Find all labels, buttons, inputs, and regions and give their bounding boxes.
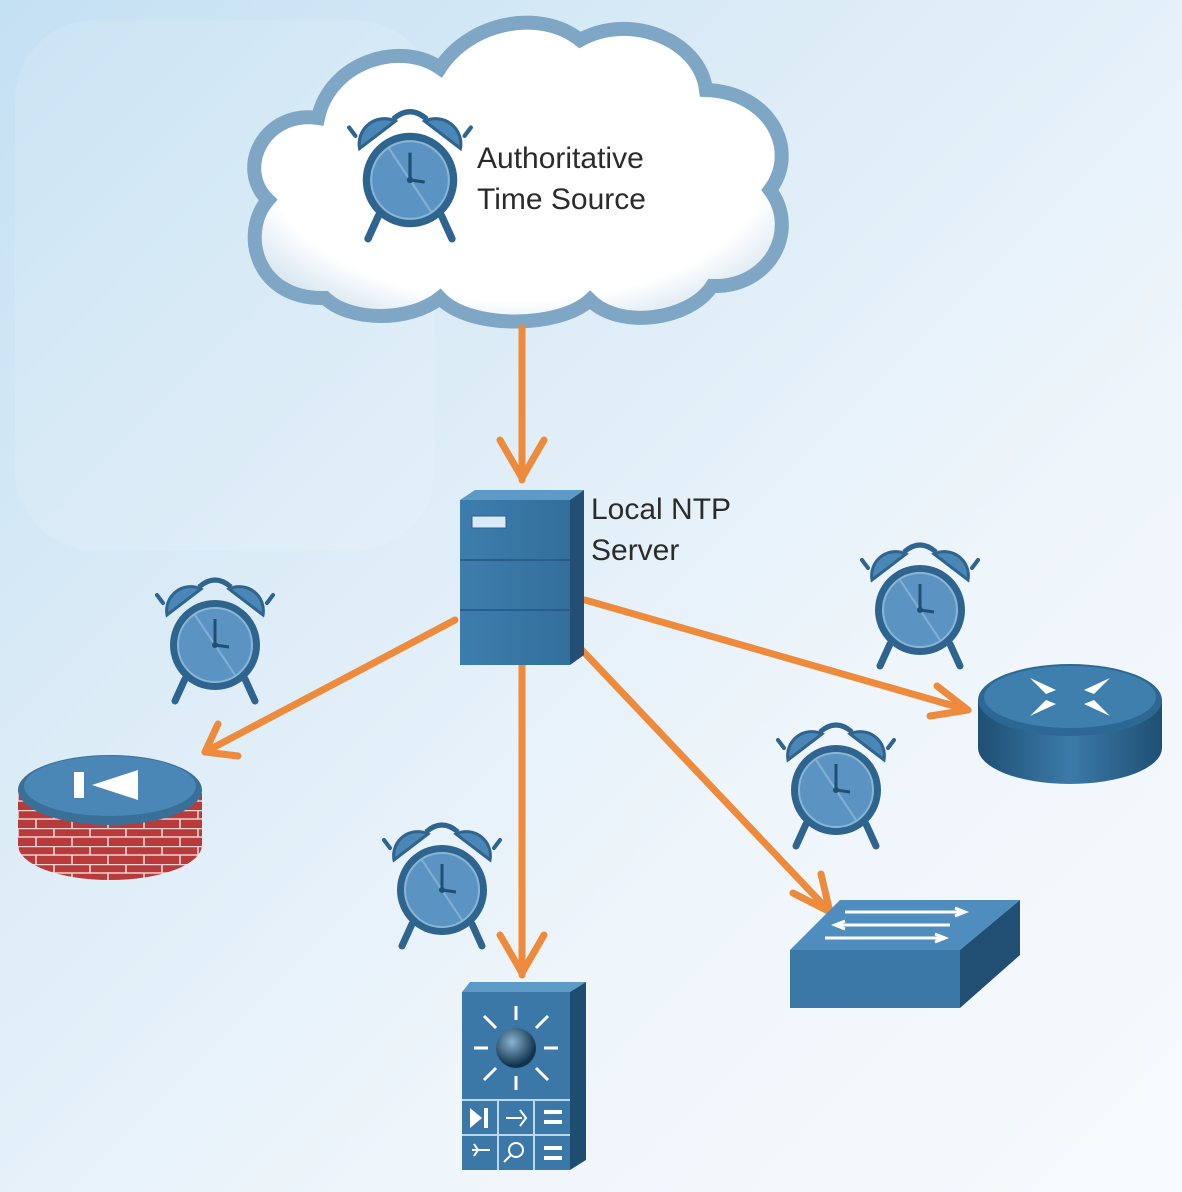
ntp-arrows <box>201 324 972 979</box>
server-label-line1: Local NTP <box>591 493 732 526</box>
router-icon <box>978 664 1162 784</box>
arrow-server-to-l3-switch <box>496 661 548 979</box>
firewall-icon <box>18 755 202 880</box>
server-label-line2: Server <box>591 534 680 567</box>
alarm-clock-icon <box>384 825 500 946</box>
cloud-label-line2: Time Source <box>477 183 646 216</box>
switch-icon <box>790 900 1020 1008</box>
alarm-clock-icon <box>778 725 894 846</box>
alarm-clock-icon <box>157 580 273 701</box>
layer3-switch-icon <box>462 982 586 1170</box>
cloud-label-line1: Authoritative <box>477 142 644 175</box>
alarm-clock-icon <box>862 545 978 666</box>
arrow-server-to-firewall <box>201 616 459 760</box>
cloud-icon <box>247 15 789 329</box>
cloud-label: Authoritative Time Source <box>477 138 646 220</box>
server-icon <box>460 490 584 665</box>
arrow-server-to-router <box>581 596 972 720</box>
arrow-cloud-to-server <box>496 324 548 484</box>
server-label: Local NTP Server <box>591 489 731 571</box>
